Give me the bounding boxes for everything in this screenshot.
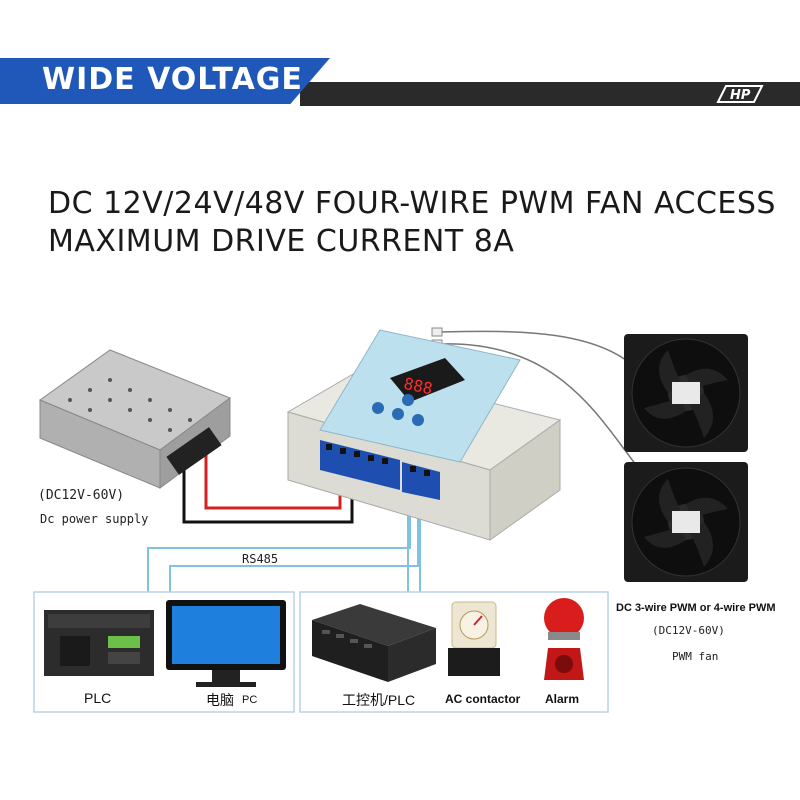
brand-logo: HP — [712, 84, 768, 104]
fan-voltage-label: (DC12V-60V) — [652, 624, 725, 637]
ac-contactor-image — [448, 601, 500, 676]
wire-rs485-b — [169, 490, 419, 592]
header-tag-background — [0, 58, 330, 104]
power-supply-label: Dc power supply — [40, 512, 149, 526]
rs485-label: RS485 — [242, 552, 279, 566]
alarm-image — [544, 598, 584, 680]
pc-label: 电脑 — [206, 692, 234, 708]
fan-top-image — [624, 334, 748, 452]
plc-label: PLC — [84, 690, 112, 706]
headline-line2: MAXIMUM DRIVE CURRENT 8A — [48, 224, 515, 259]
ac-contactor-label: AC contactor — [445, 692, 521, 706]
pc-label-en: PC — [242, 694, 258, 706]
fan-label: PWM fan — [672, 650, 719, 663]
alarm-label: Alarm — [545, 692, 580, 706]
headline-line1: DC 12V/24V/48V FOUR-WIRE PWM FAN ACCESS — [48, 186, 776, 221]
header-tag: WIDE VOLTAGE — [42, 62, 303, 97]
plc-image — [44, 610, 154, 676]
wire-rs485-a — [147, 490, 411, 592]
fan-wire-1 — [439, 330, 641, 373]
power-supply-image — [38, 349, 232, 489]
fan-bottom-image — [624, 462, 748, 582]
industrial-pc-image — [312, 604, 436, 682]
controller-image: 888 — [286, 329, 562, 541]
fan-type-label: DC 3-wire PWM or 4-wire PWM — [616, 602, 776, 614]
left-device-box — [33, 591, 295, 713]
svg-text:HP: HP — [730, 88, 751, 103]
header-dark-bar — [300, 82, 800, 106]
power-supply-voltage: (DC12V-60V) — [38, 488, 125, 503]
right-device-box — [299, 591, 609, 713]
ipc-label: 工控机/PLC — [342, 692, 416, 708]
pc-monitor-image — [166, 600, 286, 687]
